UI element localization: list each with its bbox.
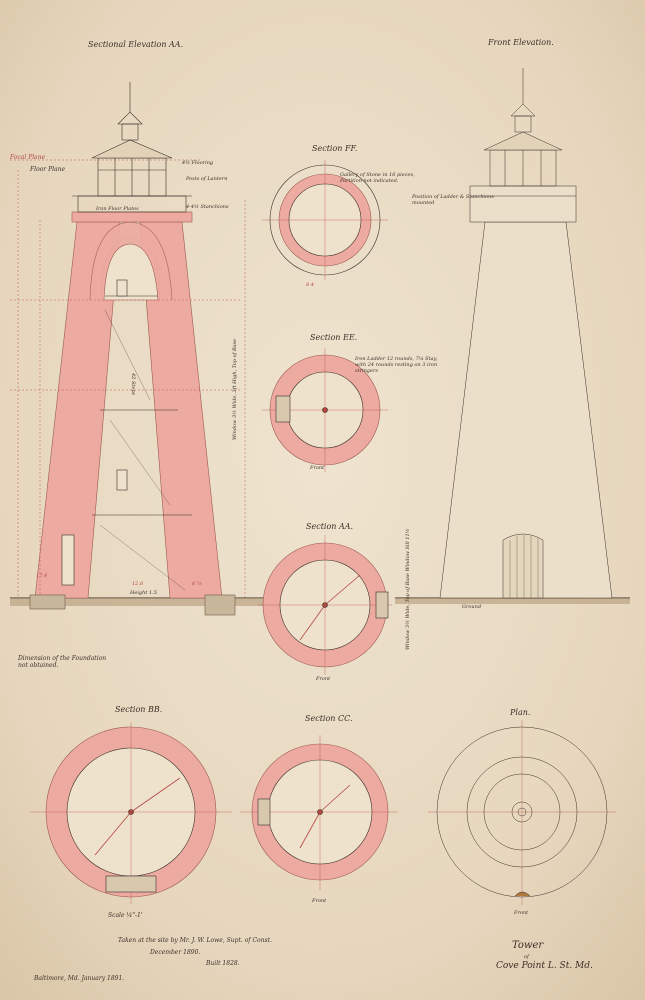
title-plan: Plan. [510,708,531,717]
title-section-ee: Section EE. [310,333,358,342]
dim-ground: Ground [462,604,482,610]
title-section-bb: Section BB. [115,705,163,714]
date-note: December 1890. [150,949,201,956]
front-label-aa: Front [316,676,331,682]
office-note: Baltimore, Md. January 1891. [34,975,125,982]
tower-of: of [524,954,529,960]
posts-label: Posts of Lantern [186,176,228,182]
section-bb [30,722,232,904]
deck-flooring-label: 4½ Flooring [182,160,214,166]
floor-plane-label: Floor Plane [30,166,66,173]
iron-ladder-note: Iron Ladder 12 rounds, 7¼ Stay, with 24 … [355,356,438,374]
title-section-ff: Section FF. [312,144,358,153]
built-note: Built 1828. [206,960,240,967]
front-label-plan: Front [514,910,529,916]
front-label-ee: Front [310,465,325,471]
sectional-elevation [10,82,265,616]
section-aa [258,535,392,675]
dim-steps: 42 Steps [130,373,136,396]
ladder-note: Position of Ladder & Stanchions mounted [412,194,494,206]
stanchions-label: 4-4½ Stanchions [186,204,229,210]
dim-base: 17.4 [36,573,48,579]
title-front-elevation: Front Elevation. [488,38,554,47]
front-label-cc: Front [312,898,327,904]
window-ee-note: Window 3½ Wide, 3ft High, Top of Base [232,338,238,440]
scale-label: Scale ¼"-1' [108,912,143,919]
section-ff [262,160,388,280]
foundation-note: Dimension of the Foundation not obtained… [18,655,107,669]
title-sectional-elevation: Sectional Elevation AA. [88,40,184,49]
section-cc [240,735,398,890]
gallery-note: Gallery of Stone in 16 pieces, Partition… [340,172,415,184]
focal-plane-label: Focal Plane [10,154,46,161]
window-aa-note: Window 3½ Wide, Top of Base Window Sill … [405,528,411,651]
tower-title: Tower [512,940,544,951]
dim-inside: 12.6 [132,581,144,587]
plan [428,720,616,905]
dim-bottom: Height 1.5 [130,590,157,596]
dim-offset: 6 ⅞ [192,581,202,587]
front-elevation [395,68,630,604]
tower-name: Cove Point L. St. Md. [496,961,593,971]
section-ee [262,348,388,472]
title-section-cc: Section CC. [305,714,353,723]
taken-note: Taken at the site by Mr. J. W. Lowe, Sup… [118,937,272,944]
dim-section-top: 8.4 [306,282,314,288]
iron-floor-plates-label: Iron Floor Plates [96,206,139,212]
title-section-aa: Section AA. [306,522,354,531]
